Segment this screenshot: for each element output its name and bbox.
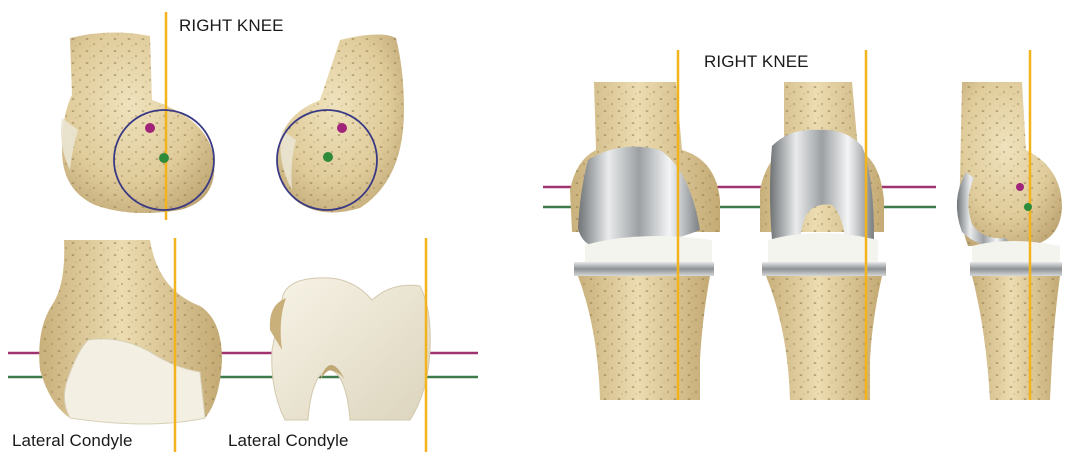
green-center-dot-3 (1024, 203, 1032, 211)
green-center-dot-2 (323, 152, 333, 162)
lateral-condyle-label-1: Lateral Condyle (12, 431, 133, 451)
implant-knee-side-view (957, 82, 1062, 400)
right-knee-label-left: RIGHT KNEE (179, 16, 284, 36)
femur-coronal-bone (39, 240, 222, 424)
lateral-condyle-label-2: Lateral Condyle (228, 431, 349, 451)
femur-lateral-view-left (61, 32, 214, 213)
magenta-center-dot-2 (337, 123, 347, 133)
femur-cartilage-view (270, 278, 430, 420)
magenta-center-dot (145, 123, 155, 133)
magenta-center-dot-3 (1016, 183, 1024, 191)
right-knee-label-right: RIGHT KNEE (704, 52, 809, 72)
implant-knee-angled-view (570, 82, 720, 400)
green-center-dot (159, 153, 169, 163)
